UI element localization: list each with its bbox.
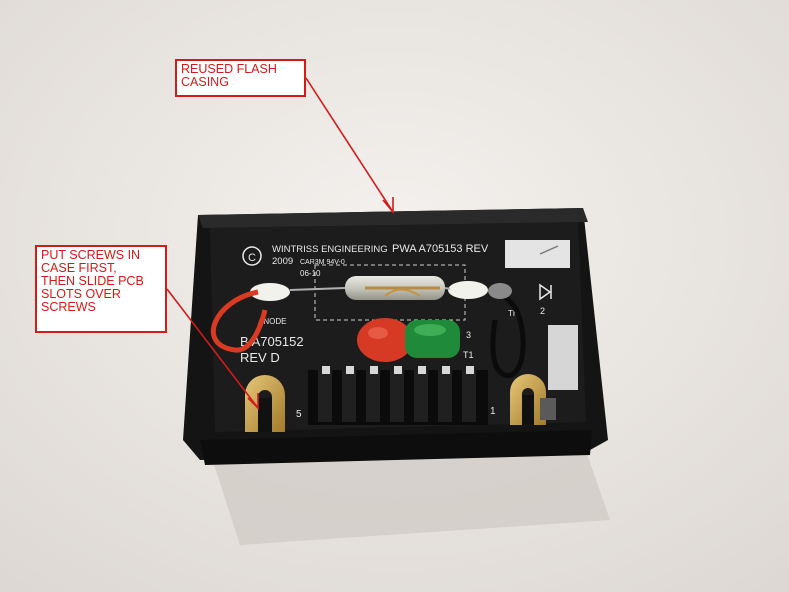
screw-slot-right: [510, 374, 546, 425]
diode-symbol-icon: [539, 283, 552, 301]
black-wire-end: [488, 283, 512, 299]
flash-tube-wire: [384, 288, 421, 297]
case-shadow: [210, 448, 610, 545]
casing-base: [200, 430, 592, 465]
red-component: [357, 318, 413, 362]
arrow-screws-line: [166, 288, 259, 409]
silk-t1: T1: [463, 350, 474, 360]
red-component-highlight: [368, 327, 388, 339]
silk-material: CAR3M 94V-0: [300, 259, 345, 266]
silk-2: 2: [540, 306, 545, 316]
terminal-pins: [318, 366, 476, 422]
silk-5: 5: [296, 409, 302, 420]
green-transformer-highlight: [414, 324, 446, 336]
copyright-letter: C: [248, 252, 256, 264]
arrow-screws-head: [247, 393, 259, 410]
screw-head-right: [540, 398, 556, 420]
lead-right: [444, 287, 451, 290]
casing-rim: [198, 208, 588, 228]
copyright-circle: [242, 246, 262, 266]
callout-reused-flash-casing: REUSED FLASH CASING: [175, 59, 306, 97]
silk-anode: ANODE: [258, 317, 286, 326]
silk-th: TH: [508, 309, 519, 318]
pcb-silk-block: [548, 325, 578, 390]
silk-date-code: 06-10: [300, 269, 321, 278]
red-wire: [211, 289, 268, 353]
screw-left: [258, 398, 272, 432]
pcb-label-area: [505, 240, 570, 268]
label-mark: [539, 245, 559, 255]
silk-part-number: PWA A705153 REV: [392, 243, 489, 255]
arrow-flash-line: [305, 77, 394, 213]
silk-rev: REV D: [240, 350, 280, 365]
silk-maker: WINTRISS ENGINEERING: [272, 244, 388, 255]
arrow-flash-head: [382, 197, 394, 215]
heat-shrink-left: [250, 283, 290, 301]
silk-year: 2009: [272, 256, 293, 267]
screw-slot-left: [245, 375, 285, 432]
callout-arrows: [166, 77, 394, 410]
screw-right: [522, 395, 534, 425]
callout-put-screws: PUT SCREWS IN CASE FIRST, THEN SLIDE PCB…: [35, 245, 167, 333]
black-wire: [487, 289, 526, 378]
silk-1: 1: [490, 406, 496, 417]
lead-left: [289, 287, 346, 291]
silk-3: 3: [466, 330, 471, 340]
heat-shrink-right: [448, 281, 488, 299]
